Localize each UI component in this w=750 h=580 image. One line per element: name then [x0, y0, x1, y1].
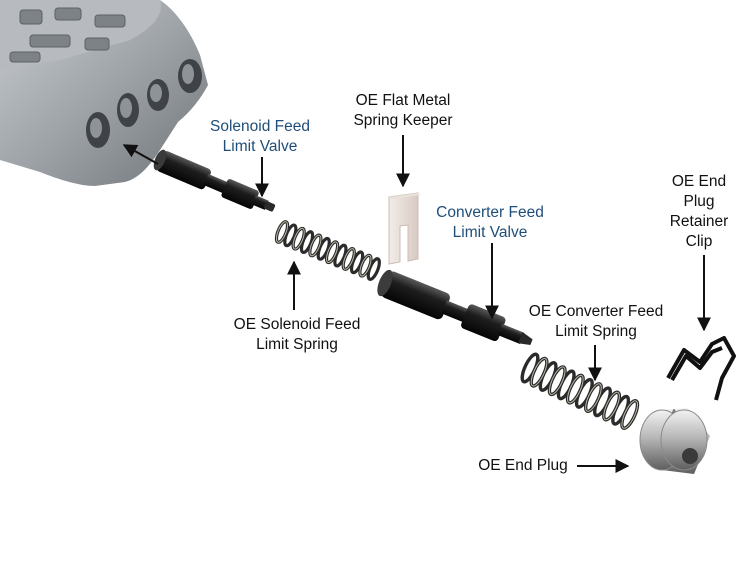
label-flat-metal-spring-keeper: OE Flat Metal Spring Keeper	[353, 92, 453, 129]
solenoid-feed-limit-valve	[153, 149, 276, 212]
arrow-to-valve-body	[122, 144, 159, 165]
converter-feed-limit-spring	[520, 352, 640, 430]
label-solenoid-feed-limit-valve: Solenoid Feed Limit Valve	[210, 118, 310, 155]
label-end-plug-retainer-clip: OE End Plug Retainer Clip	[669, 173, 729, 250]
flat-metal-spring-keeper	[388, 192, 421, 265]
end-plug-retainer-clip	[666, 336, 736, 401]
valve-body-casting	[0, 0, 208, 186]
solenoid-feed-limit-spring	[274, 220, 381, 281]
label-converter-feed-limit-valve: Converter Feed Limit Valve	[436, 204, 544, 241]
label-end-plug: OE End Plug	[478, 457, 568, 474]
label-solenoid-feed-limit-spring: OE Solenoid Feed Limit Spring	[233, 316, 361, 353]
label-converter-feed-limit-spring: OE Converter Feed Limit Spring	[528, 303, 664, 340]
end-plug	[639, 408, 710, 474]
leader-arrows	[122, 135, 711, 473]
